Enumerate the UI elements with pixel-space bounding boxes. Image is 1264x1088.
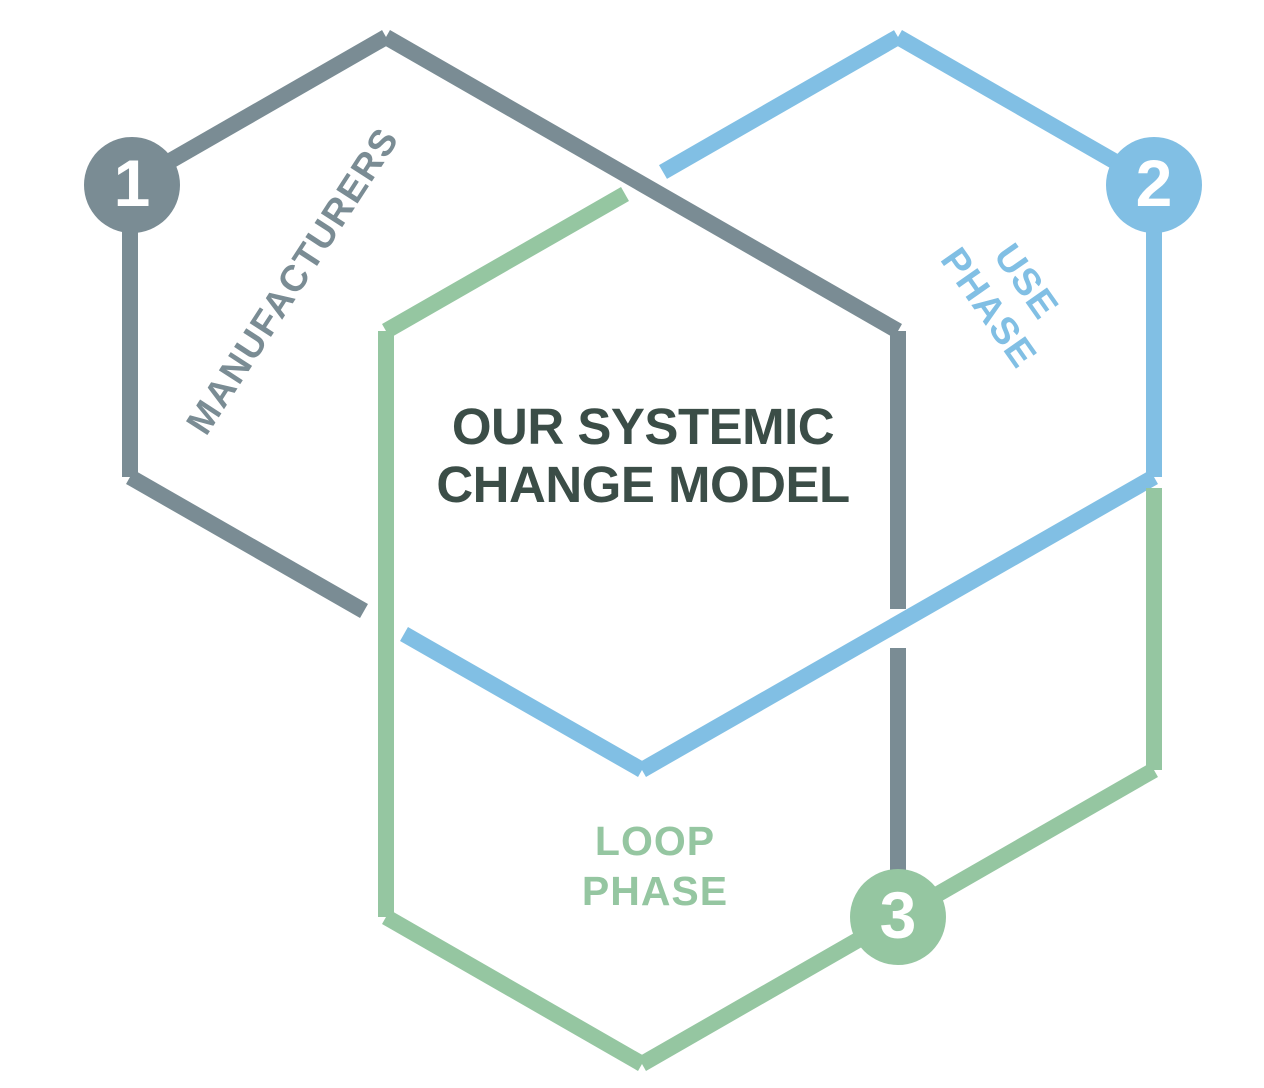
loop-phase-label-line1: LOOP (594, 818, 716, 864)
step-1-number: 1 (113, 146, 151, 220)
loop-phase-hexagon-segment (382, 187, 629, 338)
loop-phase-hexagon-segment (382, 910, 646, 1071)
diagram-title-line2: CHANGE MODEL (436, 456, 850, 513)
manufacturers-hexagon-segment (126, 470, 368, 618)
step-1-badge: 1 (84, 137, 180, 233)
loop-phase-label-line2: PHASE (581, 868, 729, 914)
use-phase-hexagon-segment (638, 470, 1158, 777)
loop-phase-label: LOOP PHASE (582, 816, 728, 916)
loop-phase-hexagon-segment (638, 910, 902, 1071)
step-2-badge: 2 (1106, 137, 1202, 233)
use-phase-hexagon-segment (894, 30, 1158, 191)
loop-phase-hexagon (378, 187, 1162, 1071)
use-phase-hexagon-segment (400, 627, 646, 777)
diagram-title-line1: OUR SYSTEMIC (451, 398, 835, 455)
manufacturers-hexagon-segment (382, 30, 902, 338)
loop-phase-hexagon-segment (894, 763, 1158, 924)
step-3-badge: 3 (850, 869, 946, 965)
diagram-title: OUR SYSTEMIC CHANGE MODEL (436, 398, 850, 514)
use-phase-hexagon-segment (659, 30, 902, 179)
step-2-number: 2 (1135, 146, 1173, 220)
step-3-number: 3 (879, 878, 917, 952)
